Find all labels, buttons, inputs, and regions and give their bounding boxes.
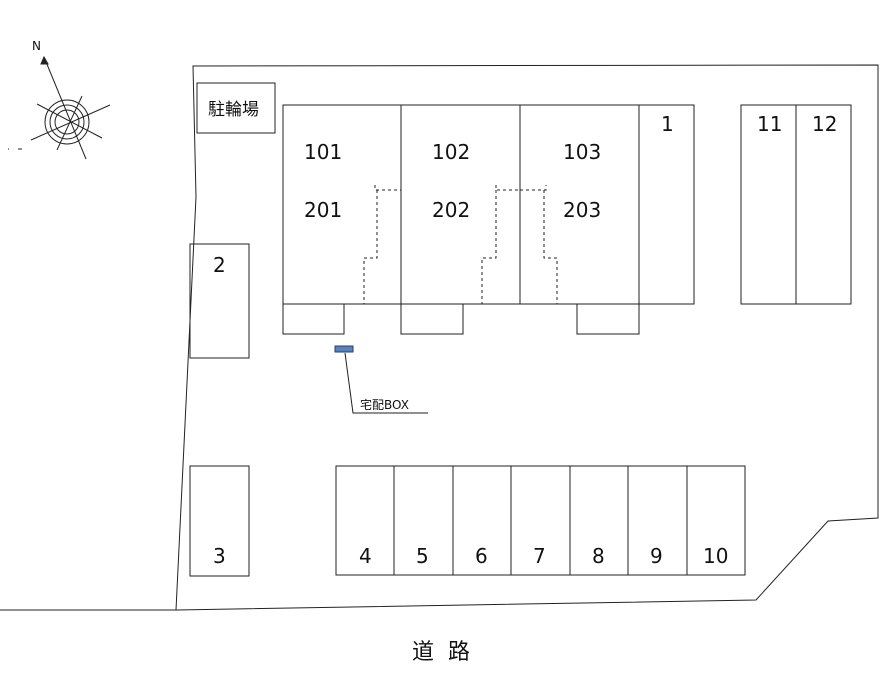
- compass-rose-icon: [8, 55, 111, 160]
- parking-label-4: 4: [359, 544, 372, 568]
- parking-label-2: 2: [213, 253, 226, 277]
- delivery-box-label: 宅配BOX: [360, 397, 409, 412]
- unit-101-label: 101: [304, 140, 342, 164]
- balcony: [282, 303, 345, 335]
- parking-space-3: [189, 465, 250, 577]
- parking-label-1: 1: [661, 112, 674, 136]
- balcony: [576, 303, 640, 335]
- delivery-box: [334, 345, 354, 353]
- bicycle-parking-label: 駐輪場: [208, 100, 259, 120]
- parking-space-10: [686, 465, 746, 576]
- parking-label-7: 7: [533, 544, 546, 568]
- unit-202-label: 202: [432, 198, 470, 222]
- stair-line: [520, 185, 558, 304]
- unit-201-label: 201: [304, 198, 342, 222]
- parking-label-8: 8: [592, 544, 605, 568]
- parking-label-3: 3: [213, 544, 226, 568]
- parking-space-12: [795, 104, 852, 305]
- parking-label-6: 6: [475, 544, 488, 568]
- parking-label-10: 10: [703, 544, 728, 568]
- unit-103-label: 103: [563, 140, 601, 164]
- bicycle-parking-box: [196, 82, 276, 134]
- compass-north-label: N: [32, 39, 41, 53]
- stair-line: [363, 185, 401, 304]
- stair-line: [481, 185, 520, 304]
- building-outline: [282, 104, 695, 305]
- property-boundary: [175, 64, 879, 611]
- unit-203-label: 203: [563, 198, 601, 222]
- balcony: [400, 303, 464, 335]
- unit-102-label: 102: [432, 140, 470, 164]
- parking-label-9: 9: [650, 544, 663, 568]
- parking-label-12: 12: [812, 112, 837, 136]
- parking-label-5: 5: [416, 544, 429, 568]
- delivery-box-leader: [344, 352, 428, 414]
- parking-space-2: [189, 243, 250, 359]
- road-label: 道路: [412, 640, 484, 665]
- parking-label-11: 11: [757, 112, 782, 136]
